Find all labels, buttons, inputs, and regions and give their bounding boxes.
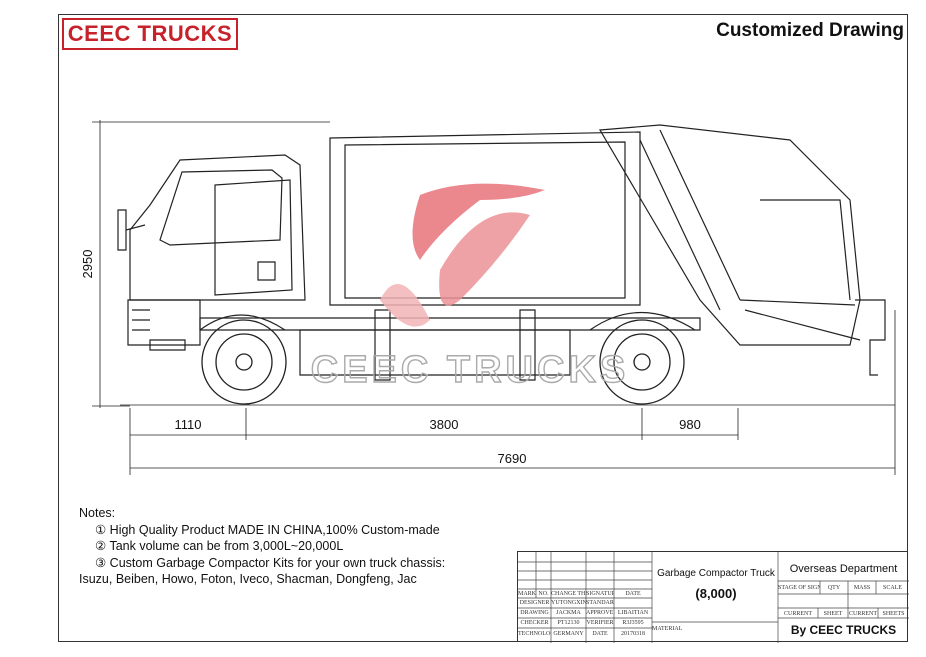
tb-date: DATE xyxy=(625,591,641,597)
cab-window xyxy=(159,169,283,246)
material-label: MATERIAL xyxy=(652,626,683,632)
product-model: (8,000) xyxy=(695,586,737,601)
truck-outline xyxy=(117,124,895,406)
tb-change: CHANGE THE FILE NO. xyxy=(551,591,586,597)
drawing-frame xyxy=(58,14,908,642)
tb-signature: SIGNATURE xyxy=(586,591,614,597)
cab-body xyxy=(129,154,306,301)
tb-stage: STAGE OF SIGN xyxy=(778,585,820,591)
note-item: ① High Quality Product MADE IN CHINA,100… xyxy=(95,522,440,537)
height-dimension xyxy=(92,120,330,408)
wheels xyxy=(201,319,685,405)
tb-approver-label: APPROVER xyxy=(586,610,614,616)
length-dimensions xyxy=(129,310,896,475)
tb-sheets: SHEETS xyxy=(882,611,905,617)
chassis-frame xyxy=(199,317,701,331)
tb-current-2: CURRENT xyxy=(848,611,877,617)
tb-scale: SCALE xyxy=(882,585,902,591)
tb-designer-label: DESIGNER xyxy=(519,600,550,606)
cab-mirror xyxy=(117,209,127,251)
front-wheel xyxy=(201,319,287,405)
tb-date-value: 20170318 xyxy=(621,631,645,637)
total-length-label: 7690 xyxy=(498,451,527,466)
tb-checker-value: PT12130 xyxy=(557,620,580,626)
department: Overseas Department xyxy=(789,563,898,575)
product-name: Garbage Compactor Truck xyxy=(657,568,775,579)
tb-standardization: STANDARDIZATION xyxy=(586,600,614,606)
compactor-body xyxy=(329,131,641,306)
cab-door xyxy=(214,179,293,296)
tb-no: NO. xyxy=(538,591,549,597)
tb-mark: MARK xyxy=(518,591,536,597)
brand-logo: CEEC TRUCKS xyxy=(62,18,238,50)
tb-qty: QTY xyxy=(827,585,841,591)
tb-current-1: CURRENT xyxy=(783,611,812,617)
rear-overhang-label: 980 xyxy=(679,417,701,432)
watermark-logo xyxy=(380,183,545,327)
watermark-text: CEEC TRUCKS xyxy=(311,349,629,391)
front-overhang-label: 1110 xyxy=(175,417,202,432)
tb-verifier-label: VERIFIER xyxy=(586,620,614,626)
wheelbase-label: 3800 xyxy=(430,417,459,432)
rear-wheel xyxy=(599,319,685,405)
by-line: By CEEC TRUCKS xyxy=(790,623,897,637)
chassis-list: Isuzu, Beiben, Howo, Foton, Iveco, Shacm… xyxy=(79,572,417,586)
tb-approver-value: LIBAITIAN xyxy=(617,610,649,616)
drawing-title: Customized Drawing xyxy=(716,20,904,41)
cab-bumper xyxy=(127,299,201,346)
title-block: MARK NO. CHANGE THE FILE NO. SIGNATURE D… xyxy=(517,551,909,643)
note-item: ③ Custom Garbage Compactor Kits for your… xyxy=(95,555,446,570)
tb-checker-label: CHECKER xyxy=(520,620,549,626)
tb-drawing-value: JACKMA xyxy=(556,610,581,616)
notes-section: Notes: ① High Quality Product MADE IN CH… xyxy=(79,505,445,588)
tb-sheet: SHEET xyxy=(823,611,843,617)
tb-tech-label: TECHNOLOGIST xyxy=(518,631,551,637)
tb-designer-value: YUTONGXIN xyxy=(551,600,586,606)
tb-mass: MASS xyxy=(853,585,871,591)
tb-drawing-label: DRAWING xyxy=(520,610,549,616)
tb-date-label: DATE xyxy=(592,631,608,637)
height-label: 2950 xyxy=(80,250,95,279)
title-block-grid xyxy=(518,552,909,643)
tb-tech-value: GERMANY xyxy=(553,631,584,637)
tb-verifier-value: R3J3595 xyxy=(622,620,644,626)
notes-heading: Notes: xyxy=(79,506,116,520)
note-item: ② Tank volume can be from 3,000L~20,000L xyxy=(95,539,344,553)
